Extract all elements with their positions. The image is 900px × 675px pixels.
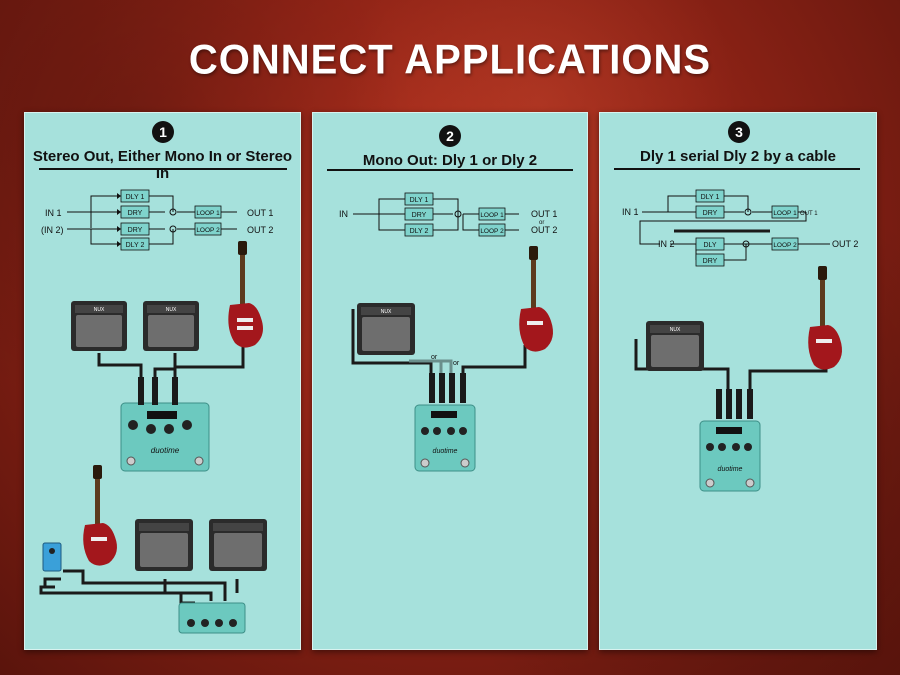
cables bbox=[39, 343, 245, 605]
dly1-box bbox=[120, 189, 150, 203]
loop2-label: LOOP 2 bbox=[773, 242, 797, 249]
dry-label: DRY bbox=[703, 258, 718, 265]
amp-left bbox=[135, 519, 193, 571]
panel-stereo-out: 1 Stereo Out, Either Mono In or Stereo I… bbox=[24, 112, 301, 650]
amp-right bbox=[209, 519, 267, 571]
electric-guitar bbox=[228, 241, 263, 348]
loop2-label: LOOP 2 bbox=[196, 227, 220, 234]
title-underline bbox=[614, 168, 860, 170]
title-underline bbox=[327, 169, 573, 171]
panel-number-badge: 1 bbox=[152, 121, 174, 143]
panel-serial: 3 Dly 1 serial Dly 2 by a cable DLY 1 DR… bbox=[599, 112, 877, 650]
signal-flow-diagram bbox=[353, 198, 519, 231]
dly2-label: DLY 2 bbox=[410, 228, 429, 235]
in1-label: IN 1 bbox=[45, 208, 62, 218]
or-label: or bbox=[453, 360, 460, 367]
dly2-label: DLY 2 bbox=[126, 242, 145, 249]
or-label: or bbox=[431, 354, 438, 361]
jacks bbox=[138, 377, 178, 405]
brand-label: NUX bbox=[94, 307, 105, 313]
pedal-rear-jacks bbox=[178, 602, 246, 634]
loop1-label: LOOP 1 bbox=[480, 212, 504, 219]
dly1-box bbox=[404, 192, 434, 206]
electric-guitar bbox=[808, 266, 842, 370]
amp: NUX bbox=[357, 303, 415, 355]
out1-small-label: OUT 1 bbox=[800, 211, 818, 217]
pedal-name: duotime bbox=[718, 466, 743, 473]
title-underline bbox=[39, 168, 287, 170]
loop1-label: LOOP 1 bbox=[773, 210, 797, 217]
amp-right: NUX bbox=[143, 301, 199, 351]
panel-1-diagram: DLY 1 DRY DRY DLY 2 LOOP 1 LOOP 2 IN 1 (… bbox=[39, 189, 273, 634]
panel-number-badge: 2 bbox=[439, 125, 461, 147]
in2-paren-label: (IN 2) bbox=[41, 225, 64, 235]
dly1-label: DLY 1 bbox=[410, 197, 429, 204]
out2-label: OUT 2 bbox=[247, 225, 273, 235]
dly-label: DLY bbox=[703, 242, 716, 249]
loop1-label: LOOP 1 bbox=[196, 210, 220, 217]
dry-box-2 bbox=[695, 253, 725, 267]
electric-guitar bbox=[519, 246, 553, 352]
cables bbox=[351, 309, 527, 375]
out1-label: OUT 1 bbox=[531, 209, 557, 219]
brand-label: NUX bbox=[381, 309, 392, 315]
in-label: IN bbox=[339, 209, 348, 219]
in1-label: IN 1 bbox=[622, 207, 639, 217]
dry-box bbox=[404, 207, 434, 221]
amp-left: NUX bbox=[71, 301, 127, 351]
loop1-box bbox=[194, 205, 222, 219]
dly-box bbox=[695, 237, 725, 251]
amp: NUX bbox=[646, 321, 704, 371]
dry-label: DRY bbox=[128, 227, 143, 234]
panel-title: Dly 1 serial Dly 2 by a cable bbox=[640, 148, 836, 165]
signal-flow-diagram bbox=[67, 195, 237, 245]
signal-flow-diagram bbox=[639, 195, 830, 261]
brand-label: NUX bbox=[670, 327, 681, 333]
dry-box-2 bbox=[120, 222, 150, 236]
brand-label: NUX bbox=[166, 307, 177, 313]
dly2-box bbox=[404, 223, 434, 237]
loop1-box bbox=[478, 207, 506, 221]
out1-label: OUT 1 bbox=[247, 208, 273, 218]
dry-box-1 bbox=[695, 205, 725, 219]
panel-title: Mono Out: Dly 1 or Dly 2 bbox=[362, 152, 538, 169]
dry-label: DRY bbox=[412, 212, 427, 219]
diagram-nodes bbox=[117, 193, 177, 247]
dry-label: DRY bbox=[128, 210, 143, 217]
loop2-box bbox=[771, 237, 799, 251]
alternate-cables bbox=[409, 359, 453, 375]
out2-label: OUT 2 bbox=[832, 239, 858, 249]
dly1-label: DLY 1 bbox=[126, 194, 145, 201]
electric-guitar bbox=[83, 465, 117, 566]
page-title: CONNECT APPLICATIONS bbox=[188, 36, 712, 84]
jacks bbox=[429, 373, 466, 403]
pedal-name: duotime bbox=[433, 448, 458, 455]
dry-label: DRY bbox=[703, 210, 718, 217]
or-label: or bbox=[539, 220, 544, 226]
in2-label: IN 2 bbox=[658, 239, 675, 249]
duotime-pedal: duotime bbox=[120, 402, 210, 472]
duotime-pedal: duotime bbox=[699, 420, 761, 492]
dly2-box bbox=[120, 237, 150, 251]
dly1-box bbox=[695, 189, 725, 203]
out2-label: OUT 2 bbox=[531, 225, 557, 235]
panel-3-diagram: DLY 1 DRY LOOP 1 OUT 1 DLY DRY LOOP 2 IN… bbox=[622, 189, 858, 492]
panel-number-badge: 3 bbox=[728, 121, 750, 143]
loop2-label: LOOP 2 bbox=[480, 228, 504, 235]
loop2-box bbox=[194, 222, 222, 236]
panel-2-diagram: DLY 1 DRY DLY 2 LOOP 1 LOOP 2 IN OUT 1 o… bbox=[339, 192, 557, 472]
dry-box-1 bbox=[120, 205, 150, 219]
loop2-box bbox=[478, 223, 506, 237]
small-effect-pedal bbox=[42, 542, 62, 572]
panel-mono-out: 2 Mono Out: Dly 1 or Dly 2 DLY 1 DRY DLY… bbox=[312, 112, 588, 650]
pedal-name: duotime bbox=[151, 446, 180, 455]
dly1-label: DLY 1 bbox=[701, 194, 720, 201]
duotime-pedal: duotime bbox=[414, 404, 476, 472]
loop1-box bbox=[771, 205, 799, 219]
jacks bbox=[716, 389, 753, 419]
